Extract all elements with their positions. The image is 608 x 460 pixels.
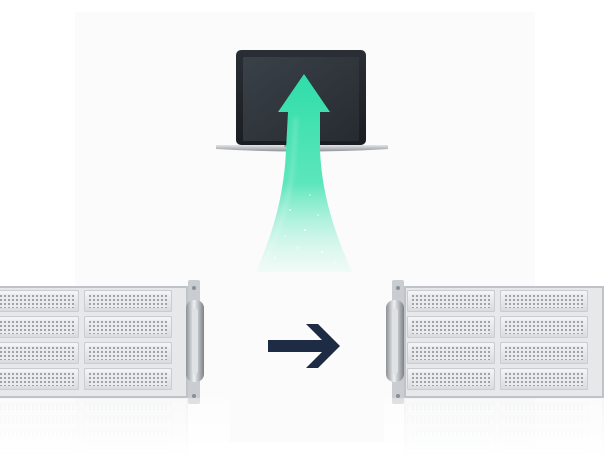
destination-rack-server xyxy=(384,280,608,460)
source-rack-server xyxy=(0,280,230,460)
upload-arrow-icon xyxy=(256,74,352,272)
arrow-right-icon xyxy=(268,324,340,368)
